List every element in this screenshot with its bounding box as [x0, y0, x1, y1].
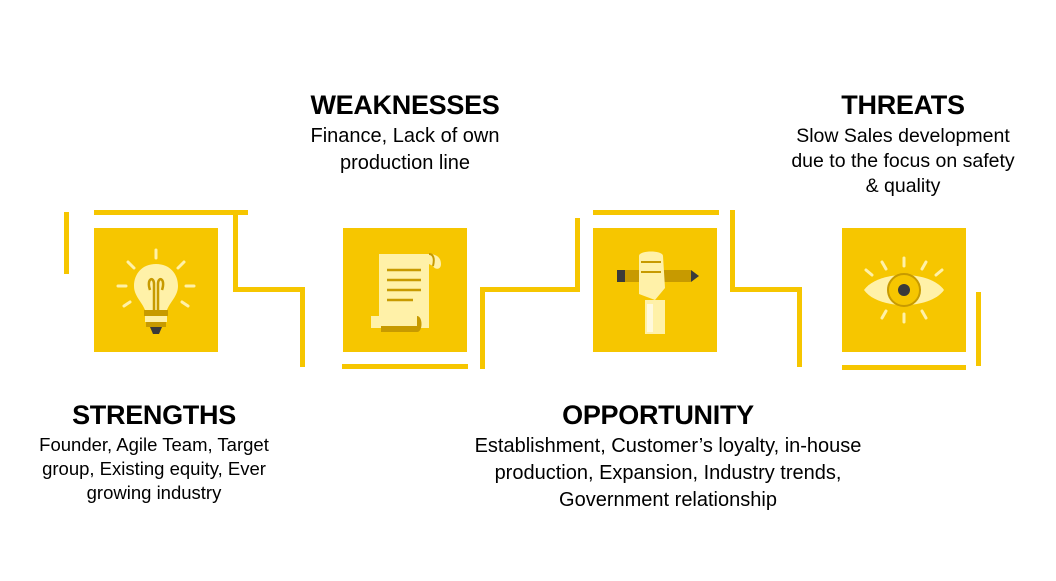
threats-line: due to the focus on safety — [791, 149, 1015, 172]
strengths-line: Founder, Agile Team, Target — [39, 434, 269, 455]
lightbulb-icon — [116, 248, 196, 334]
strengths-description: Founder, Agile Team, Target group, Exist… — [14, 433, 294, 505]
threats-icon-box — [842, 228, 966, 352]
connector-segment — [976, 292, 981, 366]
opportunity-line: Establishment, Customer’s loyalty, in-ho… — [474, 435, 862, 457]
eye-icon — [864, 256, 944, 324]
strengths-line: group, Existing equity, Ever — [42, 458, 266, 480]
weaknesses-description: Finance, Lack of own production line — [275, 123, 535, 177]
weaknesses-title: WEAKNESSES — [310, 90, 500, 120]
connector-segment — [797, 287, 802, 367]
hand-pencil-icon — [617, 251, 699, 334]
connector-segment — [300, 287, 305, 367]
connector-segment — [593, 210, 719, 215]
opportunity-title: OPPORTUNITY — [562, 400, 754, 430]
weaknesses-icon-box — [343, 228, 467, 352]
connector-segment — [64, 212, 69, 274]
connector-segment — [575, 218, 580, 292]
threats-description: Slow Sales development due to the focus … — [768, 124, 1038, 199]
connector-segment — [730, 287, 800, 292]
strengths-icon-box — [94, 228, 218, 352]
threats-line: Slow Sales development — [796, 125, 1010, 147]
connector-segment — [233, 287, 303, 292]
connector-segment — [480, 287, 580, 292]
connector-segment — [342, 364, 468, 369]
strengths-line: growing industry — [86, 482, 222, 504]
strengths-title: STRENGTHS — [72, 400, 236, 430]
scroll-icon — [371, 253, 441, 332]
connector-segment — [94, 210, 248, 215]
opportunity-description: Establishment, Customer’s loyalty, in-ho… — [438, 433, 898, 514]
connector-segment — [842, 365, 966, 370]
connector-segment — [480, 289, 485, 369]
opportunity-line: production, Expansion, Industry trends, — [494, 462, 842, 484]
connector-segment — [730, 210, 735, 290]
weaknesses-line: production line — [339, 152, 471, 174]
opportunity-line: Government relationship — [559, 489, 777, 511]
connector-segment — [233, 210, 238, 290]
opportunity-icon-box — [593, 228, 717, 352]
threats-line: & quality — [865, 174, 941, 197]
threats-title: THREATS — [841, 90, 965, 120]
weaknesses-line: Finance, Lack of own — [310, 125, 500, 147]
